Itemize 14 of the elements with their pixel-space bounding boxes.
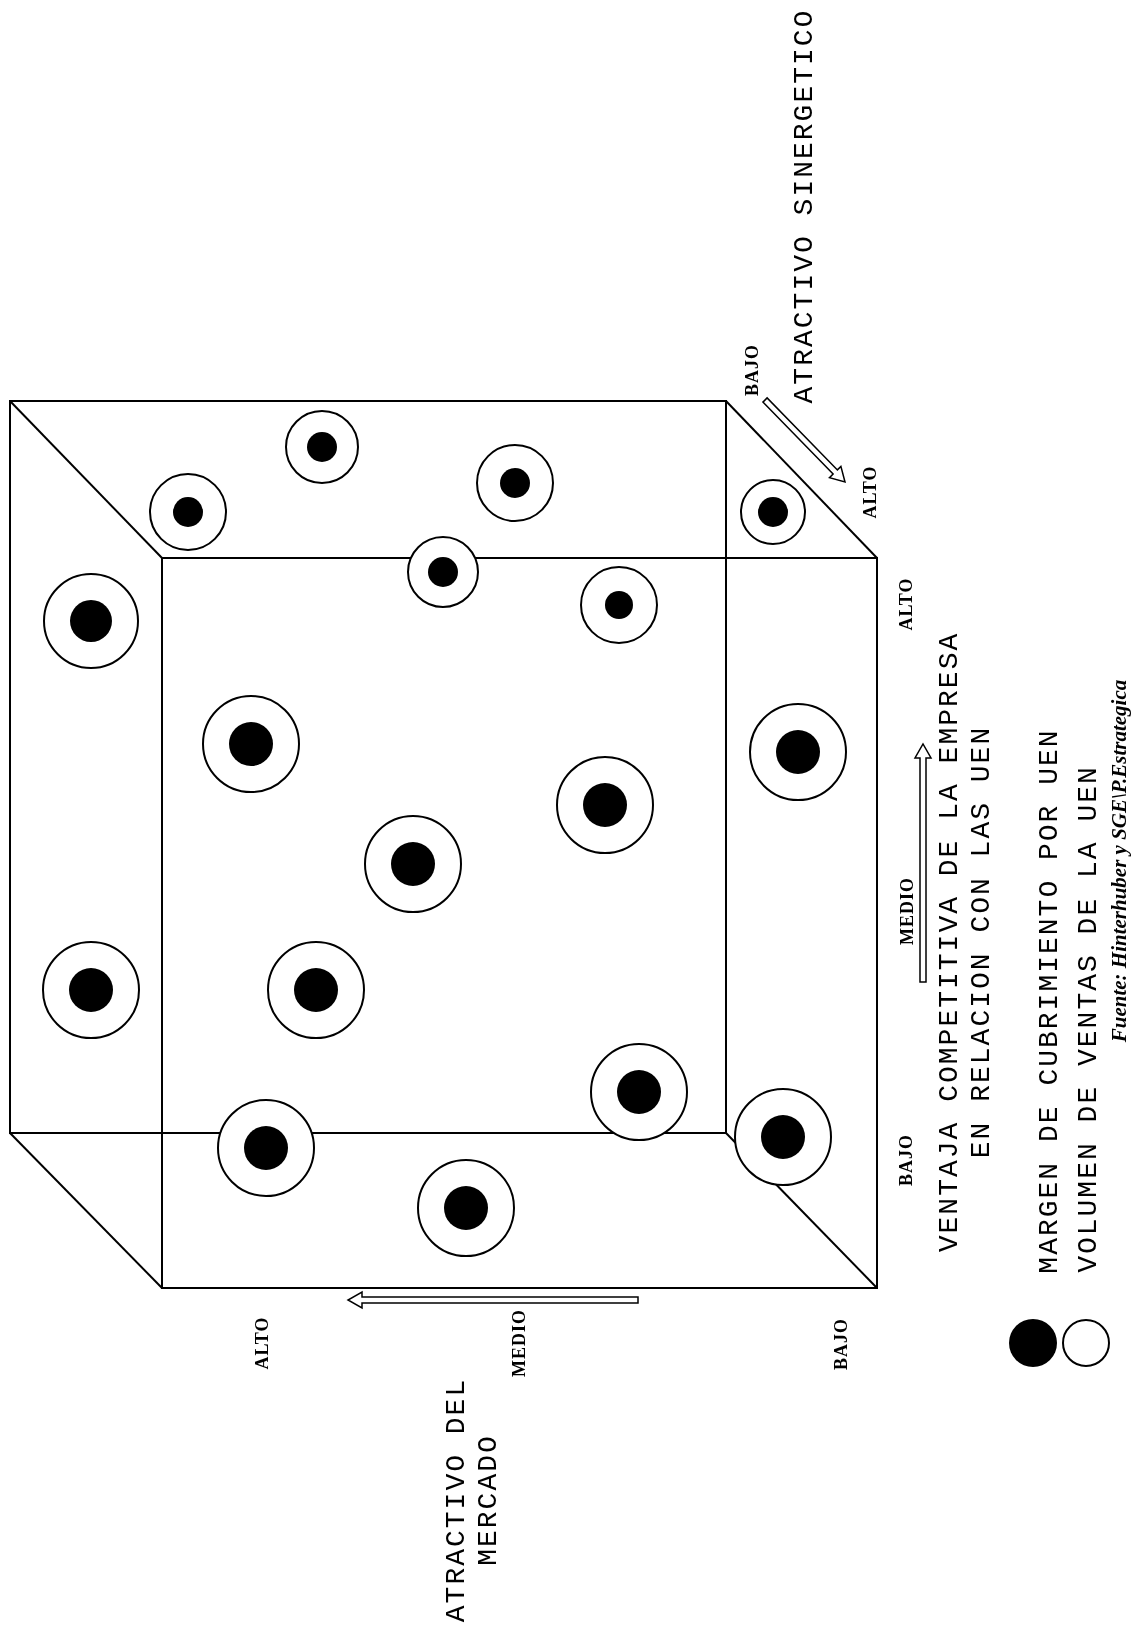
- axis-label: ALTO: [251, 1316, 273, 1370]
- axis-label: MEDIO: [896, 877, 918, 945]
- axis-title: VENTAJA COMPETITIVA DE LA EMPRESA EN RELACION CON LAS UEN: [934, 630, 998, 1255]
- axis-label: ALTO: [859, 465, 881, 519]
- legend-text: VOLUMEN DE VENTAS DE LA UEN: [1073, 765, 1105, 1273]
- axis-label: ALTO: [895, 577, 917, 631]
- axis-label: BAJO: [741, 344, 763, 396]
- axis-title: ATRACTIVO SINERGETICO: [789, 8, 821, 404]
- axis-label: MEDIO: [508, 1309, 530, 1377]
- axis-title: ATRACTIVO DEL MERCADO: [441, 1376, 505, 1625]
- caption: Fuente: Hinterhuber y SGE\P.Estrategica: [1106, 679, 1132, 1043]
- axis-label: BAJO: [895, 1134, 917, 1186]
- legend-text: MARGEN DE CUBRIMIENTO POR UEN: [1034, 728, 1066, 1274]
- axis-label: BAJO: [830, 1318, 852, 1370]
